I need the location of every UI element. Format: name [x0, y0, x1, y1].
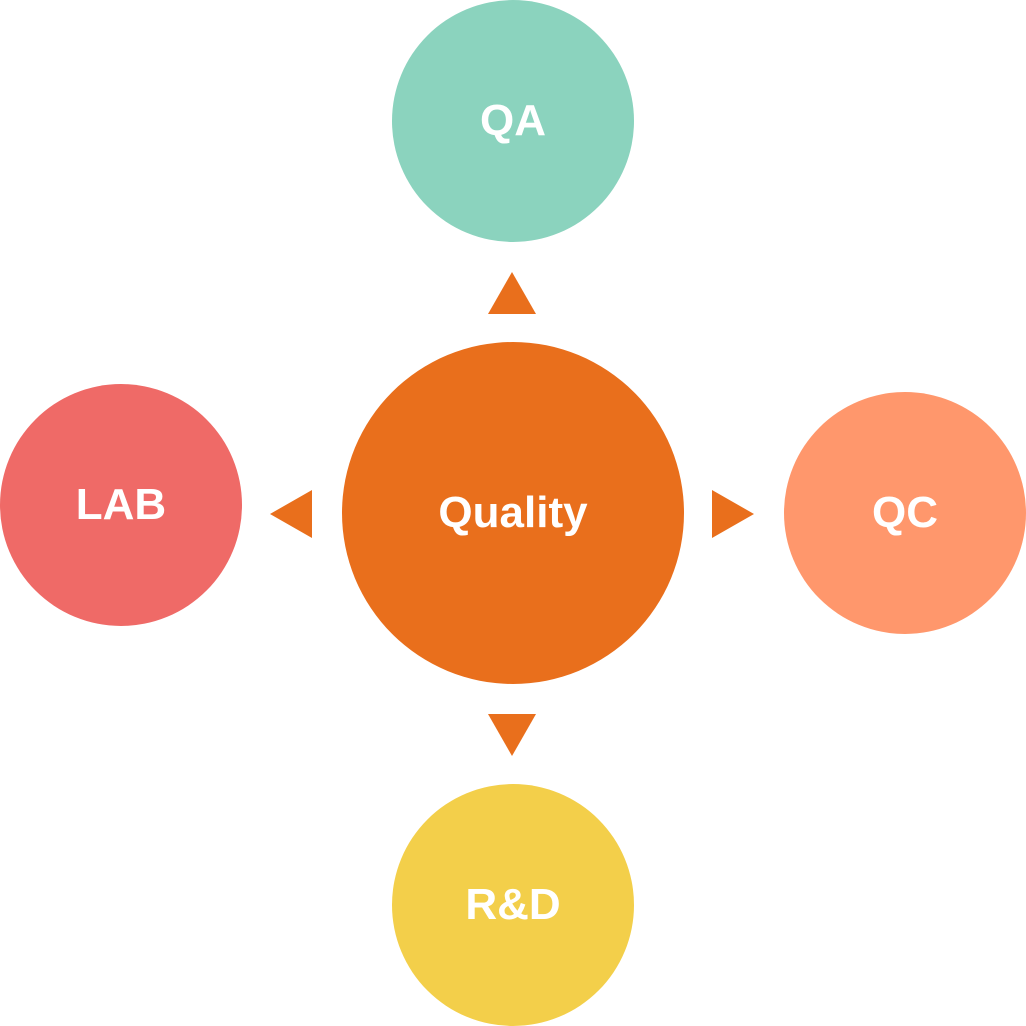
node-qc-label: QC — [872, 488, 938, 537]
arrow-left-icon — [270, 490, 312, 538]
node-rnd: R&D — [392, 784, 634, 1026]
arrow-up-icon — [488, 272, 536, 314]
node-qa: QA — [392, 0, 634, 242]
node-qa-label: QA — [480, 96, 546, 145]
node-qc: QC — [784, 392, 1026, 634]
node-rnd-label: R&D — [465, 880, 561, 929]
arrow-down-icon — [488, 714, 536, 756]
node-lab: LAB — [0, 384, 242, 626]
arrow-right-icon — [712, 490, 754, 538]
center-node-quality: Quality — [342, 342, 684, 684]
node-lab-label: LAB — [75, 480, 167, 529]
center-node-label: Quality — [438, 488, 588, 537]
